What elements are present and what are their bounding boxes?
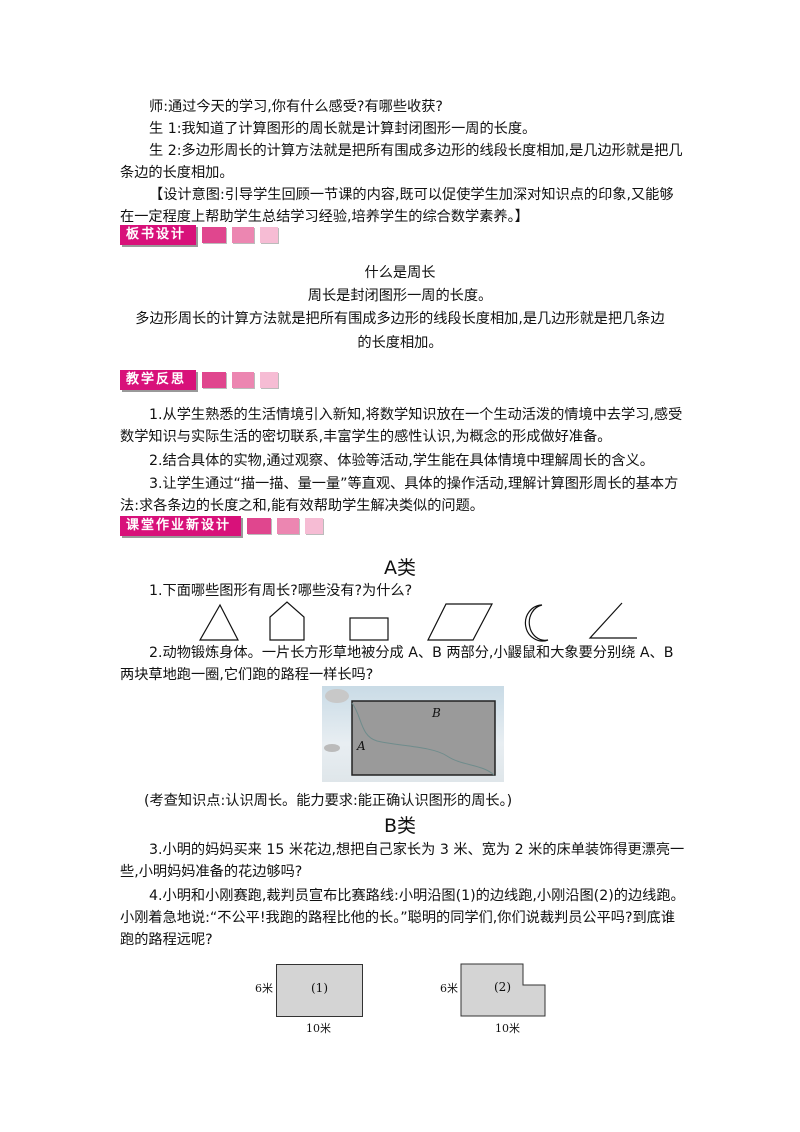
question-4: 4.小明和小刚赛跑,裁判员宣布比赛路线:小明沿图(1)的边线跑,小刚沿图(2)的… bbox=[120, 888, 685, 948]
shapes-figure bbox=[198, 601, 637, 642]
reflection-item: 2.结合具体的实物,通过观察、体验等活动,学生能在具体情境中理解周长的含义。 bbox=[149, 453, 654, 469]
figure-1-width: 10米 bbox=[306, 1022, 331, 1035]
header-label: 教学反思 bbox=[120, 370, 197, 390]
parallelogram-shape bbox=[427, 603, 493, 641]
decor-square bbox=[277, 518, 300, 534]
decor-square bbox=[260, 372, 279, 388]
decor-square bbox=[232, 227, 255, 243]
category-b-title: B类 bbox=[383, 815, 417, 837]
figure-2-height: 6米 bbox=[440, 982, 458, 995]
decor-square bbox=[232, 372, 255, 388]
figure-1-label: (1) bbox=[311, 981, 328, 995]
figure-2-label: (2) bbox=[494, 980, 511, 994]
board-line: 周长是封闭图形一周的长度。 bbox=[307, 288, 493, 304]
board-line: 多边形周长的计算方法就是把所有围成多边形的线段长度相加,是几边形就是把几条边 bbox=[135, 311, 665, 327]
decor-square bbox=[202, 372, 227, 388]
pentagon-shape bbox=[269, 601, 305, 641]
reflection-item: 3.让学生通过“描一描、量一量”等直观、具体的操作活动,理解计算图形周长的基本方… bbox=[120, 476, 679, 514]
crescent-shape bbox=[524, 604, 549, 642]
region-b-label: B bbox=[432, 706, 441, 720]
board-line: 什么是周长 bbox=[364, 265, 436, 281]
question-3: 3.小明的妈妈买来 15 米花边,想把自己家长为 3 米、宽为 2 米的床单装饰… bbox=[120, 842, 685, 880]
decor-square bbox=[202, 227, 227, 243]
design-intent: 【设计意图:引导学生回顾一节课的内容,既可以促使学生加深对知识点的印象,又能够在… bbox=[120, 187, 674, 225]
figure-1-rect: (1) bbox=[276, 964, 363, 1017]
question-1: 1.下面哪些图形有周长?哪些没有?为什么? bbox=[149, 583, 413, 599]
header-label: 板书设计 bbox=[120, 225, 197, 245]
section-header-board: 板书设计 bbox=[120, 225, 279, 245]
student-2-answer: 生 2:多边形周长的计算方法就是把所有围成多边形的线段长度相加,是几边形就是把几… bbox=[120, 143, 683, 181]
section-header-reflection: 教学反思 bbox=[120, 370, 279, 390]
decor-square bbox=[305, 518, 324, 534]
decor-square bbox=[260, 227, 279, 243]
triangle-shape bbox=[198, 603, 239, 641]
figure-2-shape bbox=[460, 963, 546, 1017]
section-header-homework: 课堂作业新设计 bbox=[120, 516, 324, 536]
question-2: 2.动物锻炼身体。一片长方形草地被分成 A、B 两部分,小鼹鼠和大象要分别绕 A… bbox=[120, 645, 674, 683]
figure-2-width: 10米 bbox=[495, 1022, 520, 1035]
question-note: (考查知识点:认识周长。能力要求:能正确认识图形的周长。) bbox=[144, 793, 513, 809]
rectangle-shape bbox=[349, 617, 389, 641]
region-a-label: A bbox=[357, 739, 366, 753]
board-line: 的长度相加。 bbox=[357, 335, 443, 351]
figure-1-height: 6米 bbox=[255, 982, 273, 995]
student-1-answer: 生 1:我知道了计算图形的周长就是计算封闭图形一周的长度。 bbox=[149, 121, 537, 137]
reflection-item: 1.从学生熟悉的生活情境引入新知,将数学知识放在一个生动活泼的情境中去学习,感受… bbox=[120, 407, 683, 445]
category-a-title: A类 bbox=[384, 557, 416, 579]
angle-shape bbox=[588, 602, 637, 639]
header-label: 课堂作业新设计 bbox=[120, 516, 242, 536]
decor-square bbox=[247, 518, 272, 534]
field-illustration: B A bbox=[322, 686, 504, 782]
teacher-question: 师:通过今天的学习,你有什么感受?有哪些收获? bbox=[149, 99, 443, 115]
